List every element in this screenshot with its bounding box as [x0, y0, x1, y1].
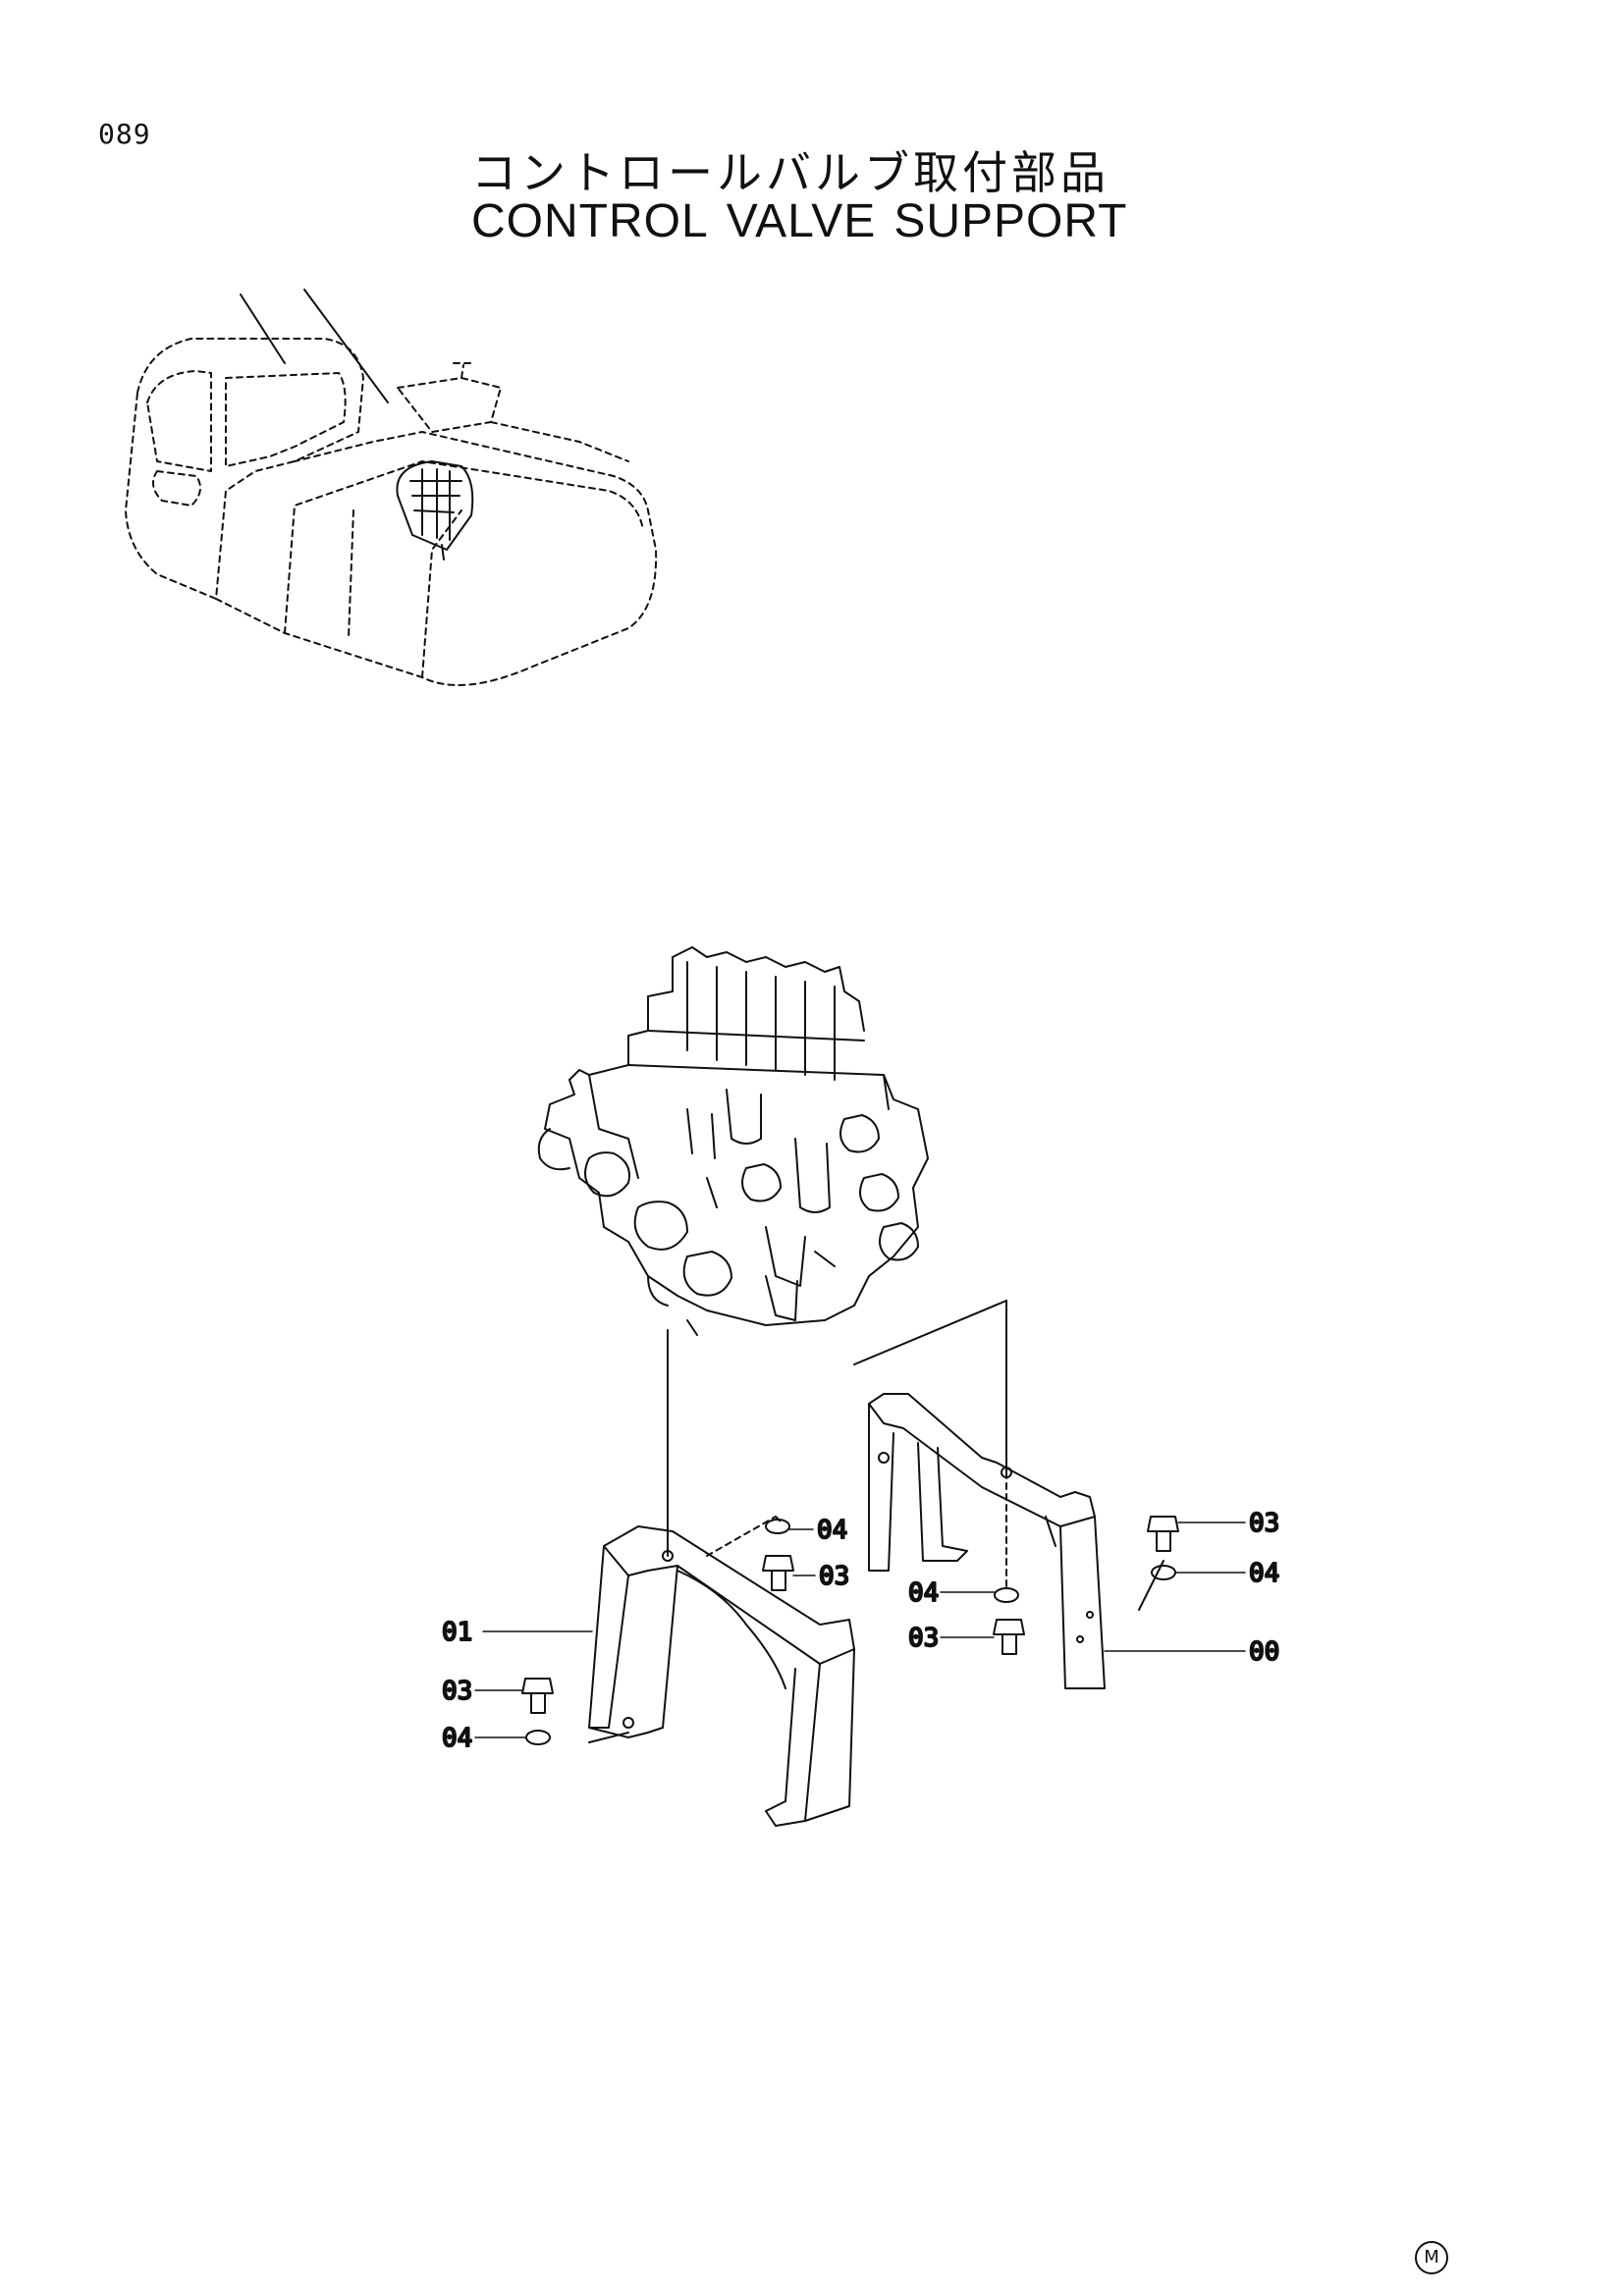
bracket-00 — [868, 1393, 1106, 1689]
title-word-control: CONTROL — [471, 195, 709, 247]
callout-04-center: 04 — [817, 1516, 847, 1545]
callout-04-left: 04 — [442, 1724, 472, 1753]
callout-01: 01 — [442, 1618, 472, 1647]
callout-03-left: 03 — [442, 1677, 472, 1706]
leader-lines — [474, 1522, 1246, 1738]
control-valve-assembly — [537, 946, 1007, 1557]
page-title-japanese: コントロールバルブ取付部品 — [471, 146, 1110, 199]
callout-04-right: 04 — [1249, 1559, 1279, 1588]
callout-03-right-mid: 03 — [908, 1624, 939, 1653]
page-number: 089 — [98, 118, 151, 150]
callout-00: 00 — [1249, 1637, 1279, 1667]
circled-m-mark: M — [1415, 2241, 1448, 2274]
bracket-01 — [588, 1516, 855, 1827]
callout-04-right-mid: 04 — [908, 1578, 939, 1608]
callout-03-center: 03 — [819, 1562, 849, 1591]
title-word-valve: VALVE — [726, 195, 877, 247]
page-title-english: CONTROL VALVE SUPPORT — [471, 194, 1146, 248]
fasteners — [521, 1471, 1179, 1745]
callout-03-right: 03 — [1249, 1509, 1279, 1538]
title-word-support: SUPPORT — [893, 195, 1128, 247]
excavator-overview-illustration — [125, 289, 658, 686]
